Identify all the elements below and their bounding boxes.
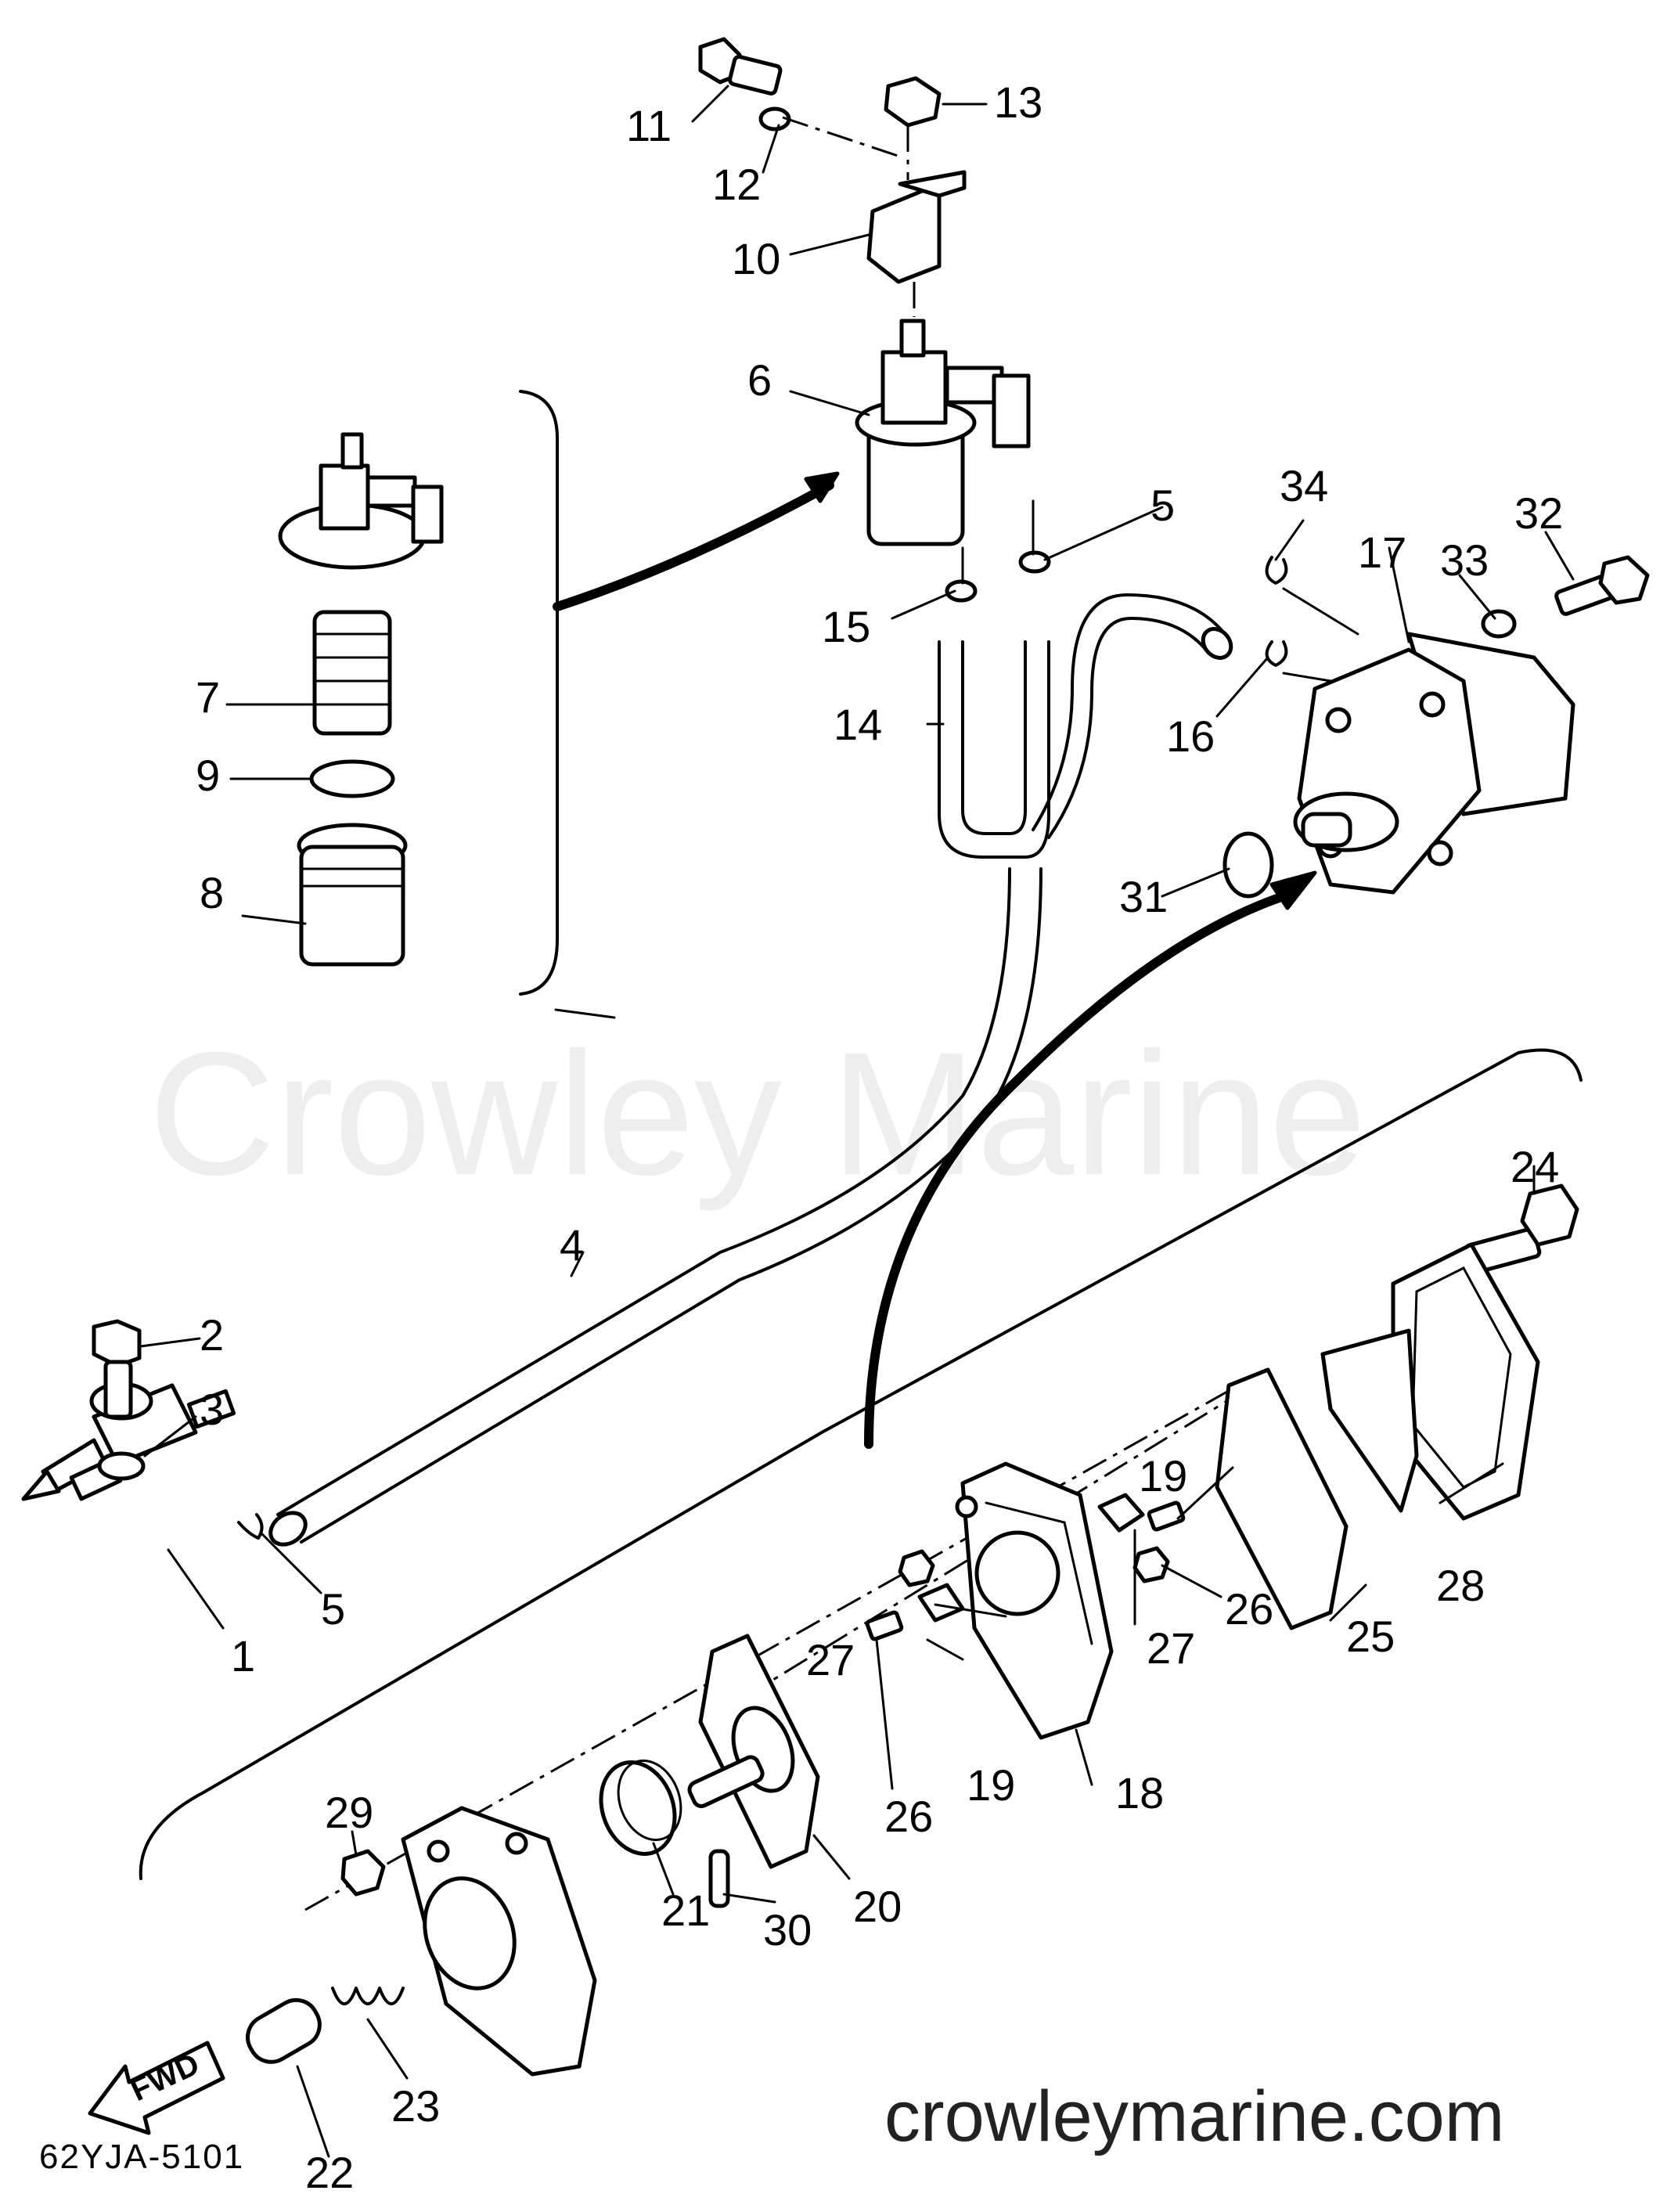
part-19-valve-upper <box>1097 1493 1145 1533</box>
clip-leader-lines <box>961 499 1035 585</box>
callout-16: 16 <box>1166 712 1215 761</box>
callout-30: 30 <box>763 1905 812 1954</box>
website-text: crowleymarine.com <box>884 2077 1504 2156</box>
clip-lines-34-16 <box>1282 587 1359 683</box>
part-16-clip <box>1265 640 1288 667</box>
callout-8: 8 <box>200 868 224 917</box>
callout-7: 7 <box>196 672 220 722</box>
callout-15: 15 <box>822 602 870 651</box>
lower-assembly-bracket <box>139 1048 1583 1880</box>
part-28-cover <box>1320 1242 1540 1521</box>
part-19-valve-lower <box>917 1583 965 1623</box>
part-14-hose-loop-inner <box>1047 617 1211 839</box>
callout-26-right: 26 <box>1225 1584 1273 1634</box>
filter-cap-exploded <box>278 432 444 570</box>
part-26-screw-lower <box>865 1610 904 1641</box>
pump-front-cover <box>401 1806 597 2077</box>
callout-leaders <box>139 85 1575 2158</box>
assembly-arrowhead <box>1269 870 1317 910</box>
part-25-gasket <box>1215 1367 1349 1630</box>
callout-3: 3 <box>200 1385 224 1434</box>
callout-11: 11 <box>626 101 672 150</box>
part-15-clip <box>945 579 978 603</box>
part-13-nut <box>884 76 942 128</box>
callouts: 11 12 13 10 6 5 15 14 34 17 33 32 16 31 … <box>196 77 1563 2197</box>
part-17-fuel-pump-assembly <box>1293 632 1575 895</box>
callout-27-left: 27 <box>806 1635 855 1684</box>
callout-14: 14 <box>834 700 882 749</box>
callout-2: 2 <box>200 1310 224 1360</box>
part-14-hose-inner <box>961 640 1027 835</box>
part-26-screw-upper <box>1147 1500 1186 1532</box>
part-8-filter-cup <box>297 823 408 967</box>
diagram-code: 62YJA-5101 <box>39 2138 244 2176</box>
exploded-view-arrow <box>553 481 834 611</box>
callout-5-upper: 5 <box>1150 481 1175 530</box>
exploded-view-arrowhead <box>804 471 840 503</box>
callout-5-lower: 5 <box>321 1584 345 1634</box>
watermark-text: Crowley Marine <box>149 1016 1367 1212</box>
fwd-arrow <box>88 2041 225 2135</box>
part-20-diaphragm <box>687 1634 820 1869</box>
callout-26-left: 26 <box>884 1792 933 1841</box>
part-2-bolt <box>92 1319 142 1419</box>
part-32-bolt <box>1554 555 1650 616</box>
part-14-hose-loop <box>1032 593 1226 831</box>
callout-23: 23 <box>391 2081 440 2131</box>
callout-31: 31 <box>1119 872 1168 921</box>
callout-1: 1 <box>231 1631 255 1681</box>
part-33-washer <box>1481 609 1517 639</box>
part-31-o-ring <box>1222 831 1274 899</box>
part-23-spring <box>331 1987 405 2005</box>
callout-6: 6 <box>747 355 772 405</box>
part-34-clip <box>1265 556 1288 585</box>
callout-17: 17 <box>1358 528 1406 577</box>
callout-27-right: 27 <box>1147 1623 1195 1673</box>
part-27-nut-left <box>898 1549 935 1587</box>
part-10-bracket <box>866 170 967 284</box>
part-11-bolt <box>698 37 783 95</box>
callout-25: 25 <box>1346 1612 1395 1661</box>
hose-end-4 <box>268 1511 308 1547</box>
callout-32: 32 <box>1514 488 1563 538</box>
part-14-hose-outer <box>938 640 1050 859</box>
part-30-pin <box>708 1849 730 1908</box>
callout-34: 34 <box>1280 461 1328 510</box>
exploded-view-bracket <box>519 390 559 996</box>
callout-4: 4 <box>560 1220 584 1270</box>
part-18-pump-body <box>955 1461 1114 1740</box>
assembly-centerlines-top <box>782 116 916 317</box>
callout-33: 33 <box>1440 535 1489 585</box>
callout-12: 12 <box>712 160 761 209</box>
assembly-arrow <box>864 892 1288 1449</box>
part-9-o-ring <box>309 759 395 798</box>
part-4-fuel-hose-a <box>276 867 1011 1516</box>
callout-28: 28 <box>1436 1561 1485 1610</box>
callout-29: 29 <box>325 1788 373 1837</box>
part-6-fuel-filter <box>855 319 1031 546</box>
callout-20: 20 <box>853 1882 902 1931</box>
callout-19-upper: 19 <box>1139 1451 1187 1500</box>
callout-13: 13 <box>994 77 1042 127</box>
part-3-washer <box>97 1451 146 1481</box>
callout-21: 21 <box>661 1886 710 1935</box>
callout-9: 9 <box>196 751 220 800</box>
part-21-spring <box>599 1759 682 1856</box>
hose-end-14 <box>1201 627 1233 660</box>
callout-22: 22 <box>305 2148 354 2197</box>
callout-18: 18 <box>1115 1768 1164 1818</box>
callout-24: 24 <box>1511 1142 1559 1191</box>
part-7-strainer <box>312 610 392 736</box>
part-29-nut <box>340 1849 386 1897</box>
callout-10: 10 <box>732 234 780 283</box>
callout-19-lower: 19 <box>967 1760 1015 1810</box>
part-5-clip-lower <box>237 1513 264 1540</box>
part-5-clip-upper <box>1018 550 1051 574</box>
part-22-plunger <box>246 1998 322 2064</box>
